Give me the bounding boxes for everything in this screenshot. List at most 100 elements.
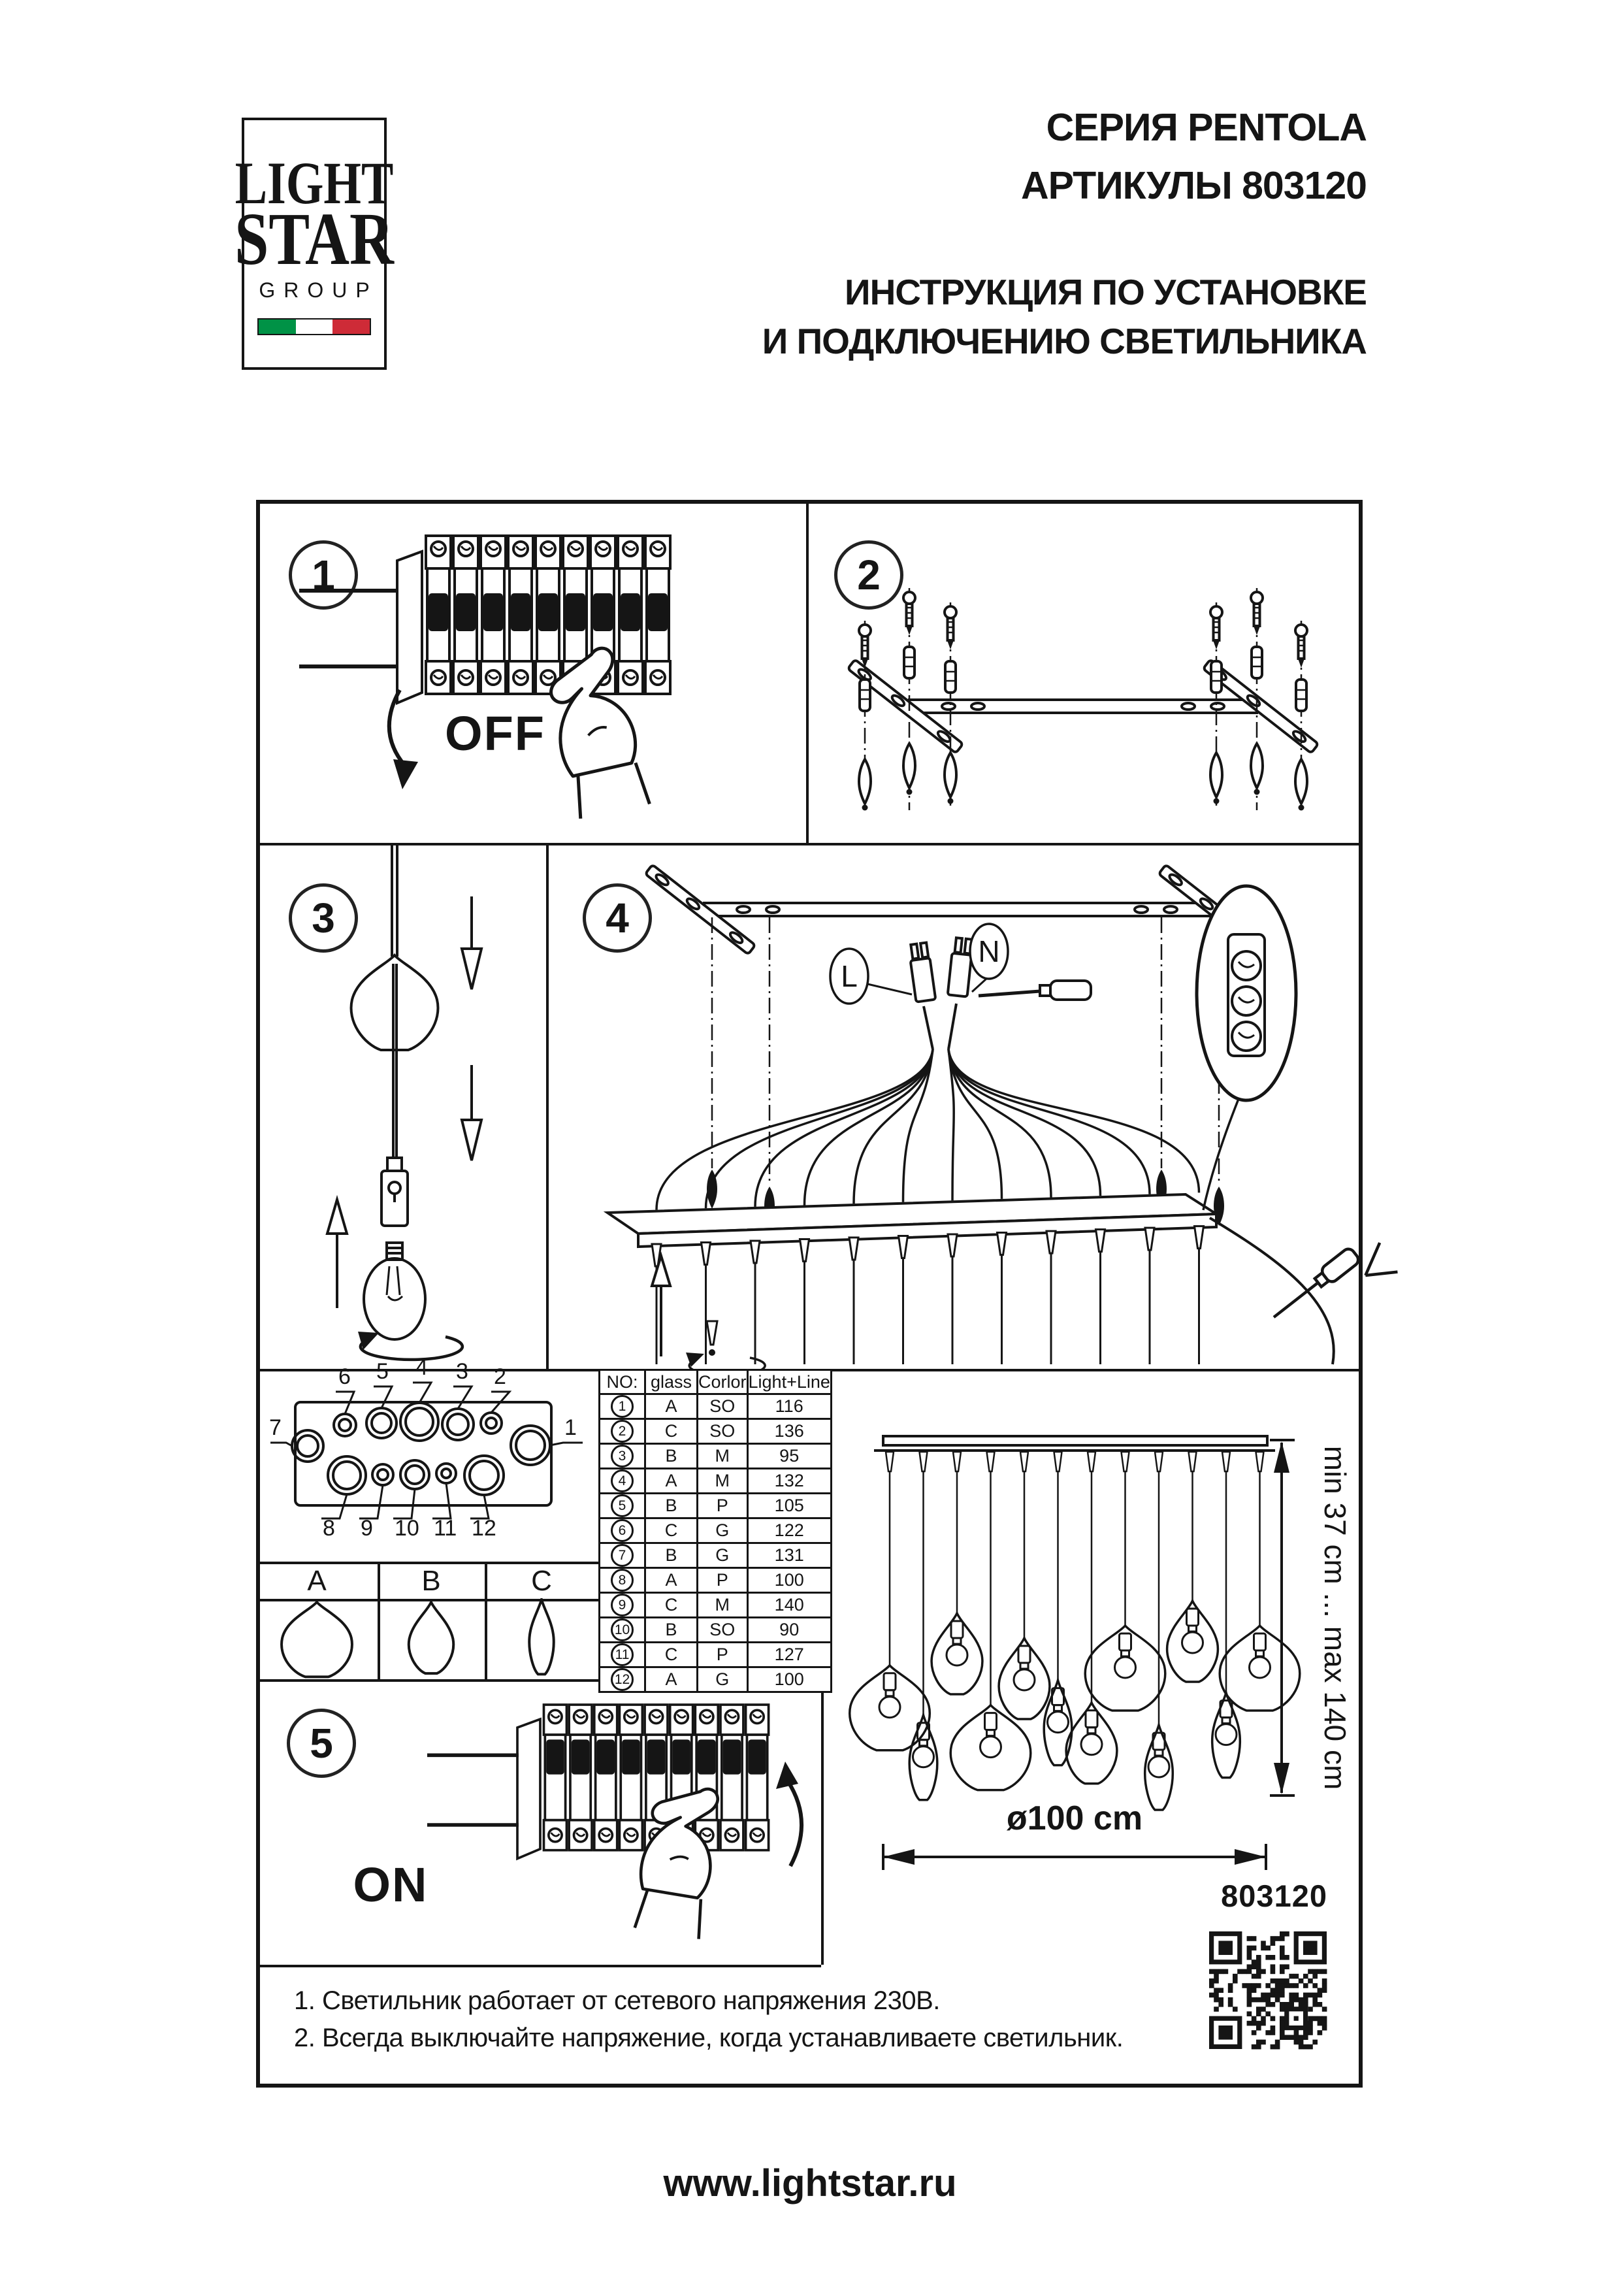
parts-table-cell: P	[696, 1567, 749, 1594]
glass-type-b-header: B	[421, 1564, 441, 1597]
parts-table-cell: B	[644, 1542, 698, 1569]
neutral-terminal-callout	[969, 923, 1009, 980]
parts-table-header: Light+Line	[746, 1369, 832, 1395]
plate-position-label: 5	[376, 1359, 389, 1384]
plate-position-label: 9	[361, 1516, 373, 1541]
on-label: ON	[353, 1858, 429, 1912]
pendant-shade-11	[1210, 1688, 1242, 1779]
instruction-title-line2: И ПОДКЛЮЧЕНИЮ СВЕТИЛЬНИКА	[762, 321, 1367, 361]
rotate-off-arrowhead-icon	[393, 759, 418, 789]
height-range-label: min 37 cm ... max 140 cm	[1318, 1446, 1352, 1790]
pendant-shade-12	[1218, 1624, 1301, 1712]
parts-table-cell: 122	[746, 1517, 832, 1544]
row-number-badge: 5	[611, 1494, 634, 1517]
flag-white	[295, 320, 333, 334]
plate-position-label: 4	[415, 1355, 428, 1380]
grid-line	[806, 500, 809, 843]
instruction-title-line1: ИНСТРУКЦИЯ ПО УСТАНОВКЕ	[845, 272, 1367, 312]
row-number-badge: 3	[611, 1445, 634, 1468]
rotate-on-arrowhead-icon	[776, 1762, 798, 1789]
row-number-badge: 10	[611, 1618, 634, 1641]
parts-table-cell: P	[696, 1492, 749, 1519]
parts-table-cell: 95	[746, 1443, 832, 1469]
pendant-assembly-drawing	[325, 845, 483, 1362]
flag-green	[259, 320, 296, 334]
logo-word-star: STAR	[235, 197, 394, 281]
step-4-badge: 4	[583, 883, 652, 953]
parts-table-cell: 140	[746, 1592, 832, 1618]
step-2-badge: 2	[834, 540, 903, 610]
grid-line	[256, 1599, 598, 1601]
parts-table-cell: C	[644, 1592, 698, 1618]
glass-type-c-header: C	[531, 1564, 552, 1597]
parts-table-cell: M	[696, 1468, 749, 1494]
qr-code	[1209, 1931, 1327, 2050]
parts-table-cell: C	[644, 1641, 698, 1668]
row-number-badge: 6	[611, 1519, 634, 1542]
parts-table-cell: A	[644, 1393, 698, 1420]
logo-word-group: GROUP	[259, 278, 378, 302]
parts-table-cell: M	[696, 1443, 749, 1469]
finished-fixture-drawing	[849, 1435, 1301, 1811]
row-number-badge: 2	[611, 1420, 634, 1443]
grid-line	[256, 1562, 598, 1564]
row-number-badge: 4	[611, 1469, 634, 1492]
pendant-shade-3	[930, 1610, 984, 1696]
pendant-shade-10	[1165, 1598, 1220, 1683]
row-number-badge: 9	[611, 1594, 634, 1616]
grid-line	[256, 1679, 821, 1682]
pendant-shade-6	[1043, 1676, 1073, 1767]
pendant-shade-4	[949, 1703, 1032, 1792]
plate-position-label: 7	[269, 1415, 282, 1440]
parts-table-cell: P	[696, 1641, 749, 1668]
plate-position-label: 8	[323, 1516, 335, 1541]
plate-position-label: 1	[564, 1415, 577, 1440]
grid-line	[256, 843, 1363, 845]
parts-table-header: glass	[644, 1369, 698, 1395]
parts-table-cell: 132	[746, 1468, 832, 1494]
parts-table-header: NO:	[598, 1369, 646, 1395]
title-block: СЕРИЯ PENTOLA АРТИКУЛЫ 803120 ИНСТРУКЦИЯ…	[762, 107, 1367, 371]
breaker-off-drawing	[299, 534, 672, 819]
flag-red	[332, 320, 370, 334]
parts-table-cell: 100	[746, 1666, 832, 1693]
logo-word-light: LIGHT	[235, 150, 394, 218]
parts-table-cell: G	[696, 1517, 749, 1544]
safety-note-line: 1. Светильник работает от сетевого напря…	[294, 1986, 940, 2015]
parts-table-cell: SO	[696, 1393, 749, 1420]
parts-table-cell: B	[644, 1616, 698, 1643]
pendant-shade-2	[908, 1711, 939, 1801]
diagram-frame	[256, 500, 1363, 2088]
pendant-shade-8	[1084, 1624, 1167, 1712]
parts-table-cell: A	[644, 1666, 698, 1693]
parts-table-cell: C	[644, 1418, 698, 1445]
rotate-off-arrow-icon	[387, 689, 407, 767]
neutral-label: N	[978, 934, 999, 968]
articles-title: АРТИКУЛЫ 803120	[1021, 164, 1367, 207]
plate-position-label: 11	[434, 1516, 457, 1541]
pendant-shade-7	[1065, 1699, 1118, 1785]
safety-note-line: 2. Всегда выключайте напряжение, когда у…	[294, 2024, 1124, 2052]
plate-position-label: 10	[395, 1516, 419, 1541]
plate-position-label: 2	[494, 1364, 506, 1389]
italy-flag-icon	[257, 318, 371, 335]
row-number-badge: 8	[611, 1569, 634, 1592]
parts-table-cell: A	[644, 1567, 698, 1594]
safety-notes: 1. Светильник работает от сетевого напря…	[294, 1982, 1124, 2057]
breaker-on-drawing	[427, 1703, 770, 1939]
rotate-on-arrow-icon	[786, 1780, 803, 1867]
parts-table-cell: 90	[746, 1616, 832, 1643]
plate-position-label: 3	[456, 1359, 468, 1384]
parts-table-cell: 136	[746, 1418, 832, 1445]
article-number: 803120	[1221, 1878, 1327, 1913]
parts-table-cell: 131	[746, 1542, 832, 1569]
parts-table-cell: 127	[746, 1641, 832, 1668]
